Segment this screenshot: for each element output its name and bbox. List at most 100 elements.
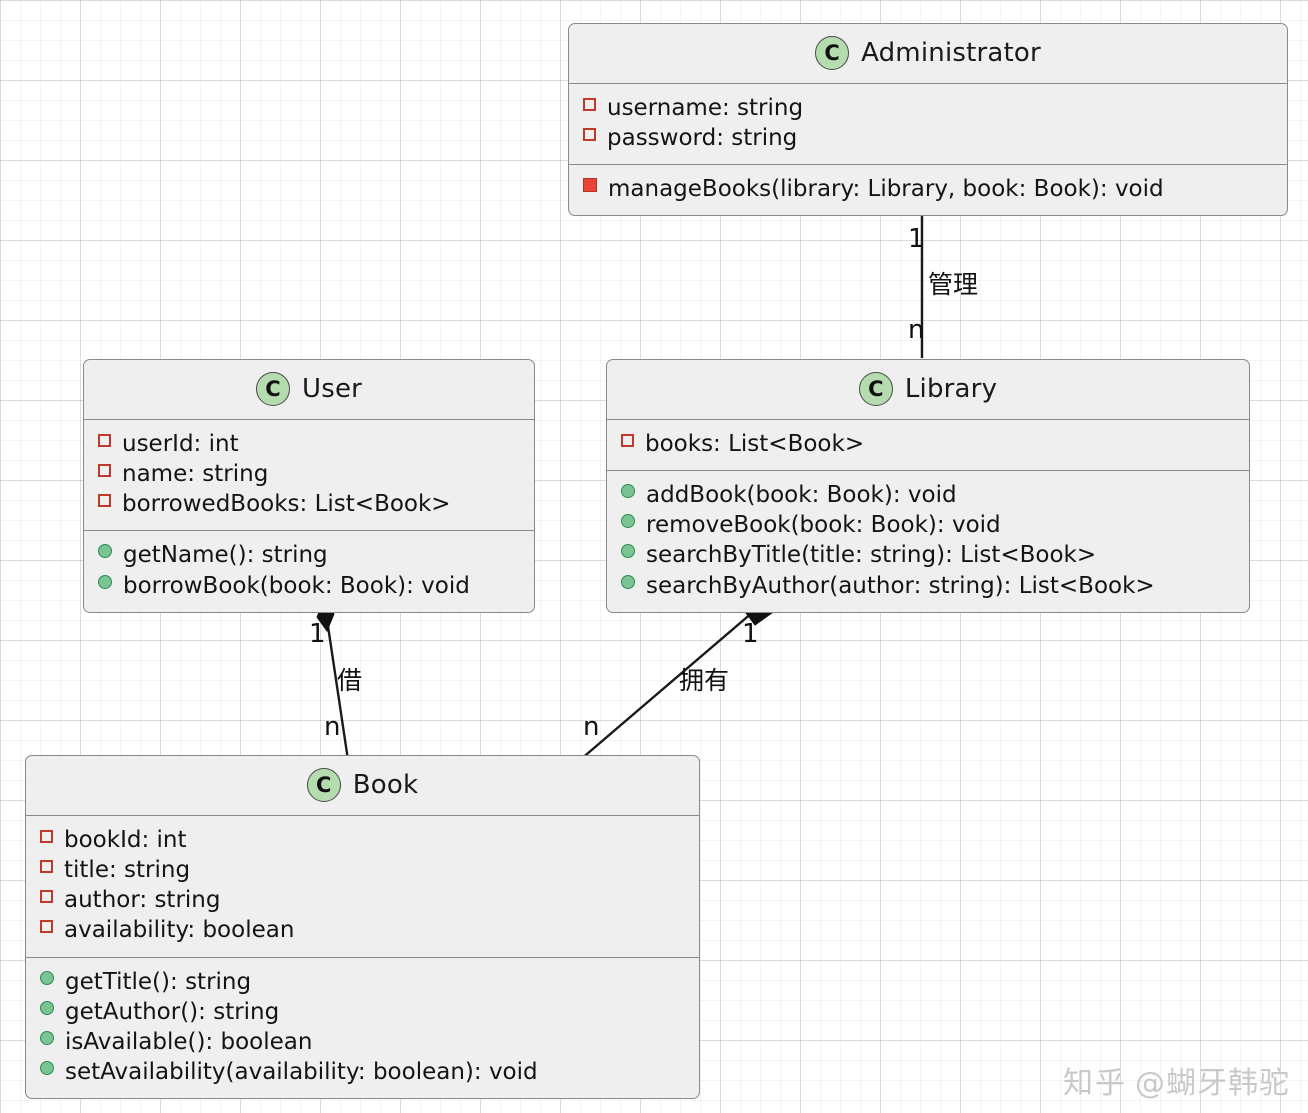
class-header-library: C Library bbox=[607, 360, 1249, 420]
private-attribute-icon bbox=[40, 920, 53, 934]
private-method-icon bbox=[583, 178, 597, 193]
attribute-row: borrowedBooks: List<Book> bbox=[98, 489, 520, 519]
attribute-label: author: string bbox=[64, 887, 221, 914]
private-attribute-icon bbox=[621, 434, 634, 447]
attribute-row: books: List<Book> bbox=[621, 429, 1235, 459]
attribute-label: title: string bbox=[64, 857, 191, 884]
private-attribute-icon bbox=[583, 128, 596, 142]
private-attribute-icon bbox=[583, 98, 596, 111]
class-attributes-administrator: username: string password: string bbox=[569, 84, 1287, 164]
edge-label-admin-library-target: n bbox=[908, 315, 925, 345]
method-row: getName(): string bbox=[98, 540, 520, 570]
public-method-icon bbox=[98, 544, 112, 559]
private-attribute-icon bbox=[40, 830, 53, 843]
class-methods-user: getName(): string borrowBook(book: Book)… bbox=[84, 530, 534, 611]
class-title-book: Book bbox=[352, 770, 419, 800]
edge-label-admin-library-name: 管理 bbox=[928, 270, 979, 299]
class-title-administrator: Administrator bbox=[861, 38, 1041, 68]
private-attribute-icon bbox=[40, 890, 53, 904]
method-row: setAvailability(availability: boolean): … bbox=[40, 1057, 685, 1087]
method-label: removeBook(book: Book): void bbox=[646, 512, 1001, 539]
method-row: getTitle(): string bbox=[40, 967, 685, 997]
attribute-row: name: string bbox=[98, 459, 520, 489]
class-box-library[interactable]: C Library books: List<Book> addBook(book… bbox=[606, 359, 1250, 613]
method-label: setAvailability(availability: boolean): … bbox=[65, 1058, 538, 1085]
edge-label-library-book-target: n bbox=[583, 712, 600, 742]
attribute-label: username: string bbox=[607, 95, 804, 121]
method-label: addBook(book: Book): void bbox=[646, 482, 957, 509]
method-label: getName(): string bbox=[123, 542, 328, 569]
private-attribute-icon bbox=[40, 860, 53, 874]
class-header-user: C User bbox=[84, 360, 534, 420]
method-row: searchByTitle(title: string): List<Book> bbox=[621, 540, 1235, 570]
method-row: manageBooks(library: Library, book: Book… bbox=[583, 174, 1273, 204]
class-c-icon: C bbox=[255, 372, 290, 406]
private-attribute-icon bbox=[98, 464, 111, 478]
method-label: searchByAuthor(author: string): List<Boo… bbox=[646, 572, 1155, 599]
edge-label-user-book-name: 借 bbox=[337, 666, 363, 695]
class-header-administrator: C Administrator bbox=[569, 24, 1287, 84]
class-attributes-book: bookId: int title: string author: string… bbox=[26, 816, 699, 957]
attribute-label: name: string bbox=[122, 461, 269, 488]
edge-label-user-book-target: n bbox=[324, 712, 341, 742]
attribute-row: author: string bbox=[40, 885, 685, 915]
public-method-icon bbox=[621, 484, 635, 499]
attribute-label: userId: int bbox=[122, 431, 239, 457]
method-row: getAuthor(): string bbox=[40, 997, 685, 1027]
class-box-user[interactable]: C User userId: int name: string borrowed… bbox=[83, 359, 535, 613]
attribute-label: borrowedBooks: List<Book> bbox=[122, 491, 451, 518]
watermark-brand: 知乎 bbox=[1063, 1066, 1127, 1101]
public-method-icon bbox=[40, 1030, 54, 1045]
private-attribute-icon bbox=[98, 494, 111, 508]
class-box-administrator[interactable]: C Administrator username: string passwor… bbox=[568, 23, 1288, 217]
attribute-row: title: string bbox=[40, 855, 685, 885]
method-label: manageBooks(library: Library, book: Book… bbox=[608, 176, 1164, 203]
public-method-icon bbox=[98, 574, 112, 589]
method-row: isAvailable(): boolean bbox=[40, 1027, 685, 1057]
attribute-row: password: string bbox=[583, 123, 1273, 153]
edge-label-library-book-source: 1 bbox=[742, 619, 759, 649]
attribute-label: books: List<Book> bbox=[645, 431, 865, 457]
method-label: getAuthor(): string bbox=[65, 998, 280, 1025]
method-row: borrowBook(book: Book): void bbox=[98, 571, 520, 601]
method-label: getTitle(): string bbox=[65, 968, 252, 995]
public-method-icon bbox=[621, 544, 635, 559]
public-method-icon bbox=[621, 574, 635, 589]
attribute-label: availability: boolean bbox=[64, 917, 295, 944]
class-c-icon: C bbox=[858, 372, 893, 406]
class-c-icon: C bbox=[306, 768, 341, 802]
edge-label-library-book-name: 拥有 bbox=[679, 666, 730, 695]
class-attributes-library: books: List<Book> bbox=[607, 420, 1249, 470]
public-method-icon bbox=[40, 1060, 54, 1075]
attribute-row: username: string bbox=[583, 93, 1273, 123]
private-attribute-icon bbox=[98, 434, 111, 447]
class-box-book[interactable]: C Book bookId: int title: string author:… bbox=[25, 755, 700, 1099]
attribute-row: availability: boolean bbox=[40, 915, 685, 945]
class-methods-library: addBook(book: Book): void removeBook(boo… bbox=[607, 470, 1249, 612]
method-row: searchByAuthor(author: string): List<Boo… bbox=[621, 571, 1235, 601]
class-methods-administrator: manageBooks(library: Library, book: Book… bbox=[569, 164, 1287, 215]
class-header-book: C Book bbox=[26, 756, 699, 816]
method-row: addBook(book: Book): void bbox=[621, 480, 1235, 510]
attribute-row: bookId: int bbox=[40, 825, 685, 855]
class-methods-book: getTitle(): string getAuthor(): string i… bbox=[26, 956, 699, 1099]
method-label: borrowBook(book: Book): void bbox=[123, 572, 470, 599]
watermark-username: @蝴牙韩驼 bbox=[1135, 1066, 1290, 1101]
attribute-label: password: string bbox=[607, 125, 798, 152]
method-label: searchByTitle(title: string): List<Book> bbox=[646, 542, 1097, 569]
public-method-icon bbox=[40, 1000, 54, 1015]
method-row: removeBook(book: Book): void bbox=[621, 510, 1235, 540]
attribute-label: bookId: int bbox=[64, 827, 187, 853]
method-label: isAvailable(): boolean bbox=[65, 1028, 313, 1055]
class-title-library: Library bbox=[904, 374, 998, 404]
public-method-icon bbox=[40, 970, 54, 985]
edge-library-book bbox=[579, 605, 761, 761]
watermark: 知乎 @蝴牙韩驼 bbox=[1063, 1069, 1290, 1099]
public-method-icon bbox=[621, 514, 635, 529]
attribute-row: userId: int bbox=[98, 429, 520, 459]
class-title-user: User bbox=[301, 374, 363, 404]
class-c-icon: C bbox=[815, 36, 850, 70]
edge-label-user-book-source: 1 bbox=[309, 619, 326, 649]
class-attributes-user: userId: int name: string borrowedBooks: … bbox=[84, 420, 534, 530]
